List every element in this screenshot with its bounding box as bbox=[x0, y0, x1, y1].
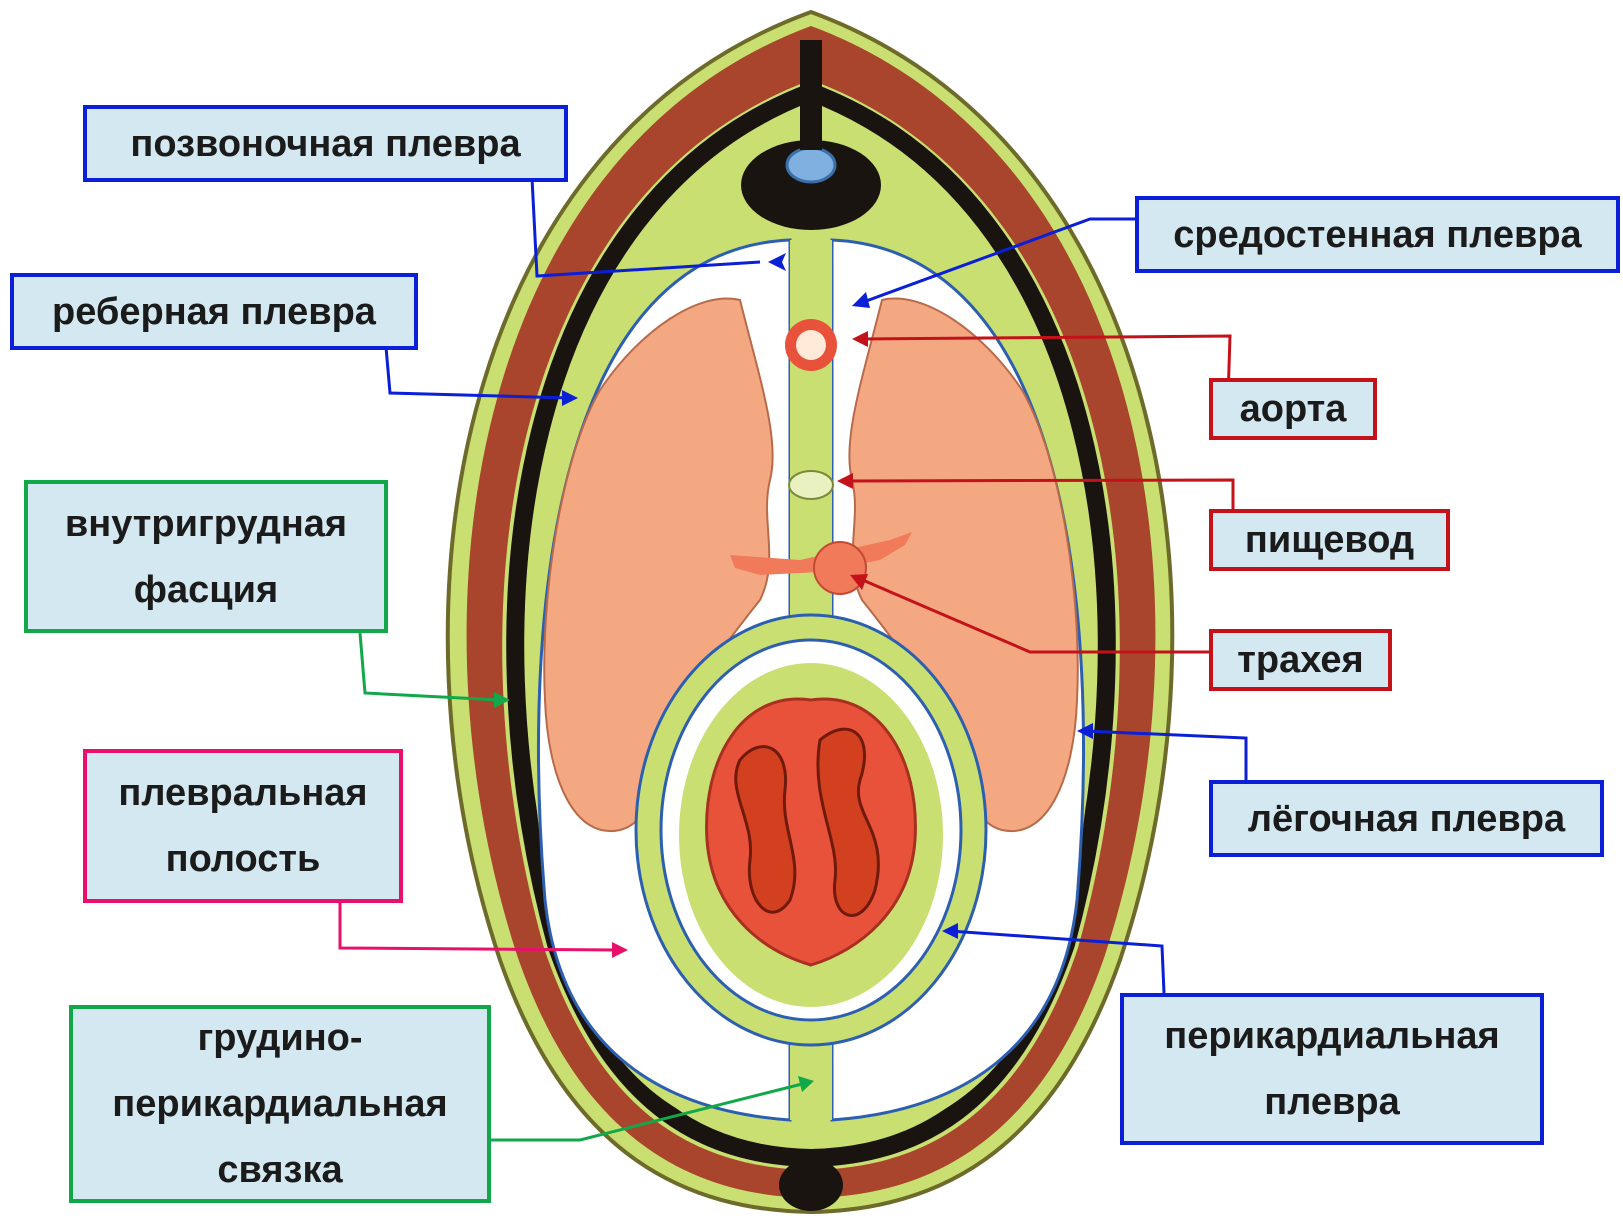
label-intrathoracic-fascia: внутригрудная фасция bbox=[24, 480, 388, 633]
label-trachea: трахея bbox=[1209, 629, 1392, 691]
label-esophagus: пищевод bbox=[1209, 509, 1450, 571]
esophagus bbox=[789, 471, 833, 499]
label-pericardial-pleura: перикардиальная плевра bbox=[1120, 993, 1544, 1145]
trachea bbox=[814, 542, 866, 594]
label-vertebral-pleura: позвоночная плевра bbox=[83, 105, 568, 182]
label-mediastinal-pleura: средостенная плевра bbox=[1135, 196, 1620, 273]
label-sternopericardial-ligament: грудино- перикардиальная связка bbox=[69, 1005, 491, 1203]
label-pulmonary-pleura: лёгочная плевра bbox=[1209, 780, 1604, 857]
spinal-cord bbox=[787, 148, 835, 182]
sternum bbox=[779, 1159, 843, 1211]
label-aorta: аорта bbox=[1209, 378, 1377, 440]
label-costal-pleura: реберная плевра bbox=[10, 273, 418, 350]
spinous-process bbox=[800, 40, 822, 150]
label-pleural-cavity: плевральная полость bbox=[83, 749, 403, 903]
